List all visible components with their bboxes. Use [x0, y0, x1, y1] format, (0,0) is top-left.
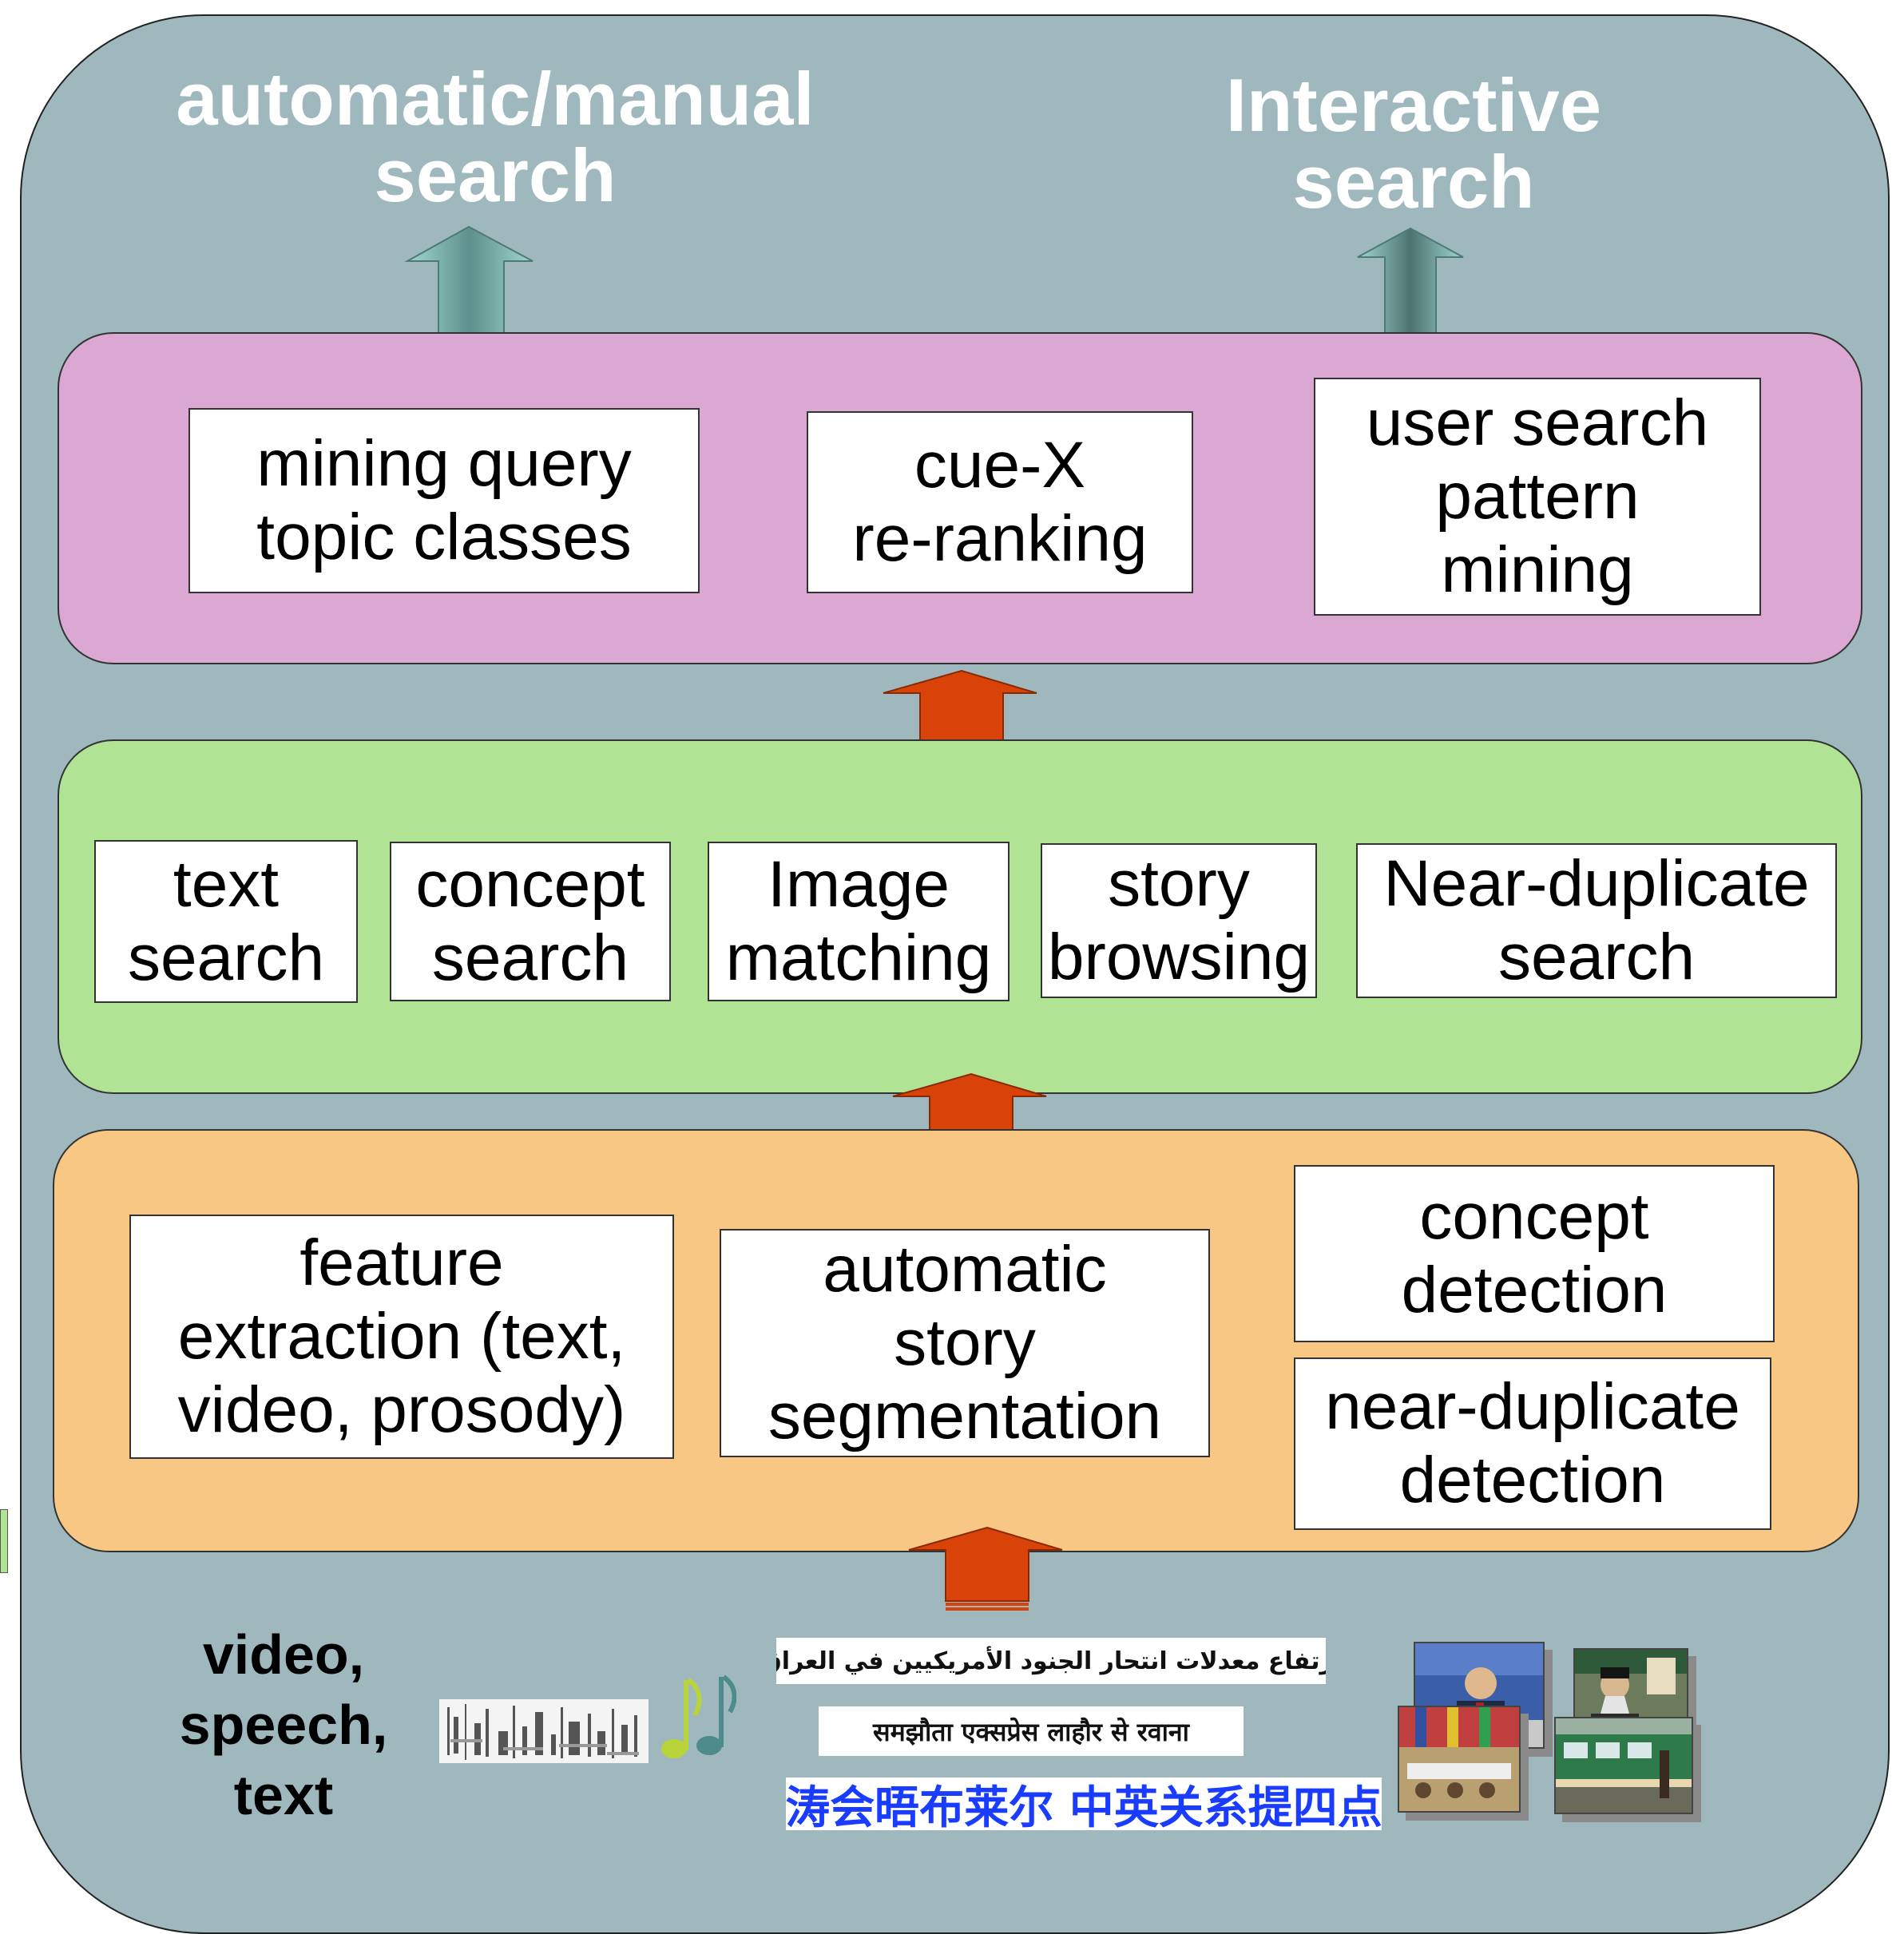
- box-label: Image matching: [725, 848, 992, 994]
- box-label: concept detection: [1401, 1180, 1668, 1326]
- near-duplicate-search-box: Near-duplicate search: [1356, 843, 1837, 998]
- hindi-text-sample: समझौता एक्सप्रेस लाहौर से रवाना: [819, 1706, 1244, 1756]
- story-browsing-box: story browsing: [1041, 843, 1317, 998]
- user-search-pattern-mining-box: user search pattern mining: [1314, 378, 1761, 616]
- news-photo-train: [1554, 1717, 1693, 1814]
- box-label: user search pattern mining: [1366, 386, 1709, 606]
- box-label: feature extraction (text, video, prosody…: [177, 1227, 626, 1446]
- spectrogram-image: [439, 1699, 649, 1763]
- chinese-text-sample: 胡锦涛会晤布莱尔 中英关系提四点建议: [786, 1777, 1382, 1830]
- box-label: story browsing: [1047, 847, 1311, 993]
- feature-extraction-box: feature extraction (text, video, prosody…: [129, 1215, 674, 1459]
- box-label: cue-X re-ranking: [852, 429, 1148, 575]
- box-label: text search: [127, 848, 325, 994]
- music-note-icon: [661, 1674, 736, 1758]
- heading-interactive-search: Interactive search: [1225, 63, 1602, 224]
- image-matching-box: Image matching: [708, 842, 1010, 1001]
- news-photo-meeting: [1398, 1706, 1521, 1813]
- up-arrow-icon: [908, 1526, 1063, 1611]
- near-duplicate-detection-box: near-duplicate detection: [1294, 1357, 1771, 1530]
- concept-detection-box: concept detection: [1294, 1165, 1775, 1342]
- mining-query-topic-classes-box: mining query topic classes: [188, 408, 700, 593]
- text-search-box: text search: [94, 840, 358, 1003]
- edge-marker: [0, 1509, 8, 1573]
- heading-automatic-manual-search: automatic/manual search: [176, 57, 815, 217]
- box-label: concept search: [415, 848, 645, 994]
- concept-search-box: concept search: [390, 842, 671, 1001]
- up-arrow-teal-icon: [404, 225, 534, 359]
- cue-x-reranking-box: cue-X re-ranking: [807, 411, 1193, 593]
- box-label: Near-duplicate search: [1383, 847, 1810, 993]
- box-label: near-duplicate detection: [1325, 1370, 1740, 1516]
- automatic-story-segmentation-box: automatic story segmentation: [720, 1229, 1210, 1457]
- box-label: automatic story segmentation: [768, 1233, 1162, 1452]
- arabic-text-sample: ارتفاع معدلات انتحار الجنود الأمريكيين ف…: [776, 1638, 1326, 1684]
- inputs-label: video, speech, text: [179, 1623, 388, 1826]
- box-label: mining query topic classes: [256, 427, 632, 573]
